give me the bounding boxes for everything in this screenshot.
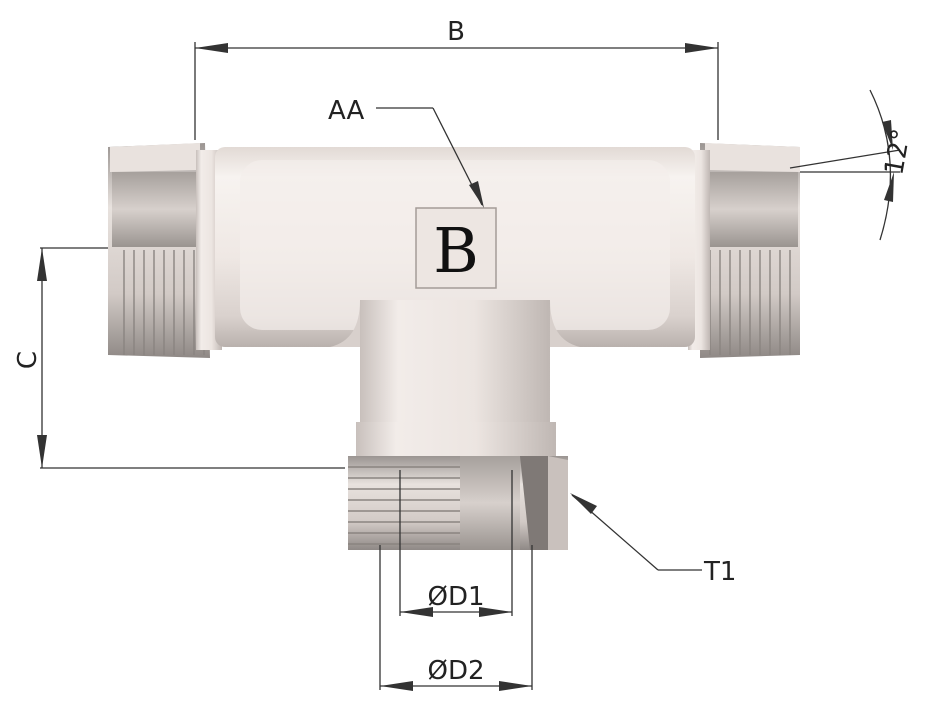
dimension-d1: ØD1 — [399, 470, 513, 617]
dimension-d2: ØD2 — [379, 545, 533, 691]
angle-dimension: 12° — [789, 89, 917, 241]
dimension-d2-label: ØD2 — [427, 656, 484, 686]
dimension-b-label: B — [447, 17, 465, 47]
thread-label: T1 — [703, 557, 736, 587]
dimension-d1-label: ØD1 — [427, 582, 484, 612]
right-thread — [688, 143, 800, 358]
thread-leader: T1 — [570, 493, 736, 587]
dimension-c: C — [13, 247, 345, 469]
marking-stamp-box — [415, 207, 497, 289]
dimension-c-label: C — [13, 351, 43, 369]
branch-body — [330, 300, 580, 550]
angle-label: 12° — [879, 127, 917, 178]
marking-label: AA — [328, 96, 365, 126]
dimension-b: B — [194, 17, 719, 140]
marking-stamp: B — [433, 214, 479, 287]
marking-leader: AA — [328, 96, 484, 208]
fitting-body: B — [108, 143, 800, 550]
left-thread — [108, 143, 222, 358]
